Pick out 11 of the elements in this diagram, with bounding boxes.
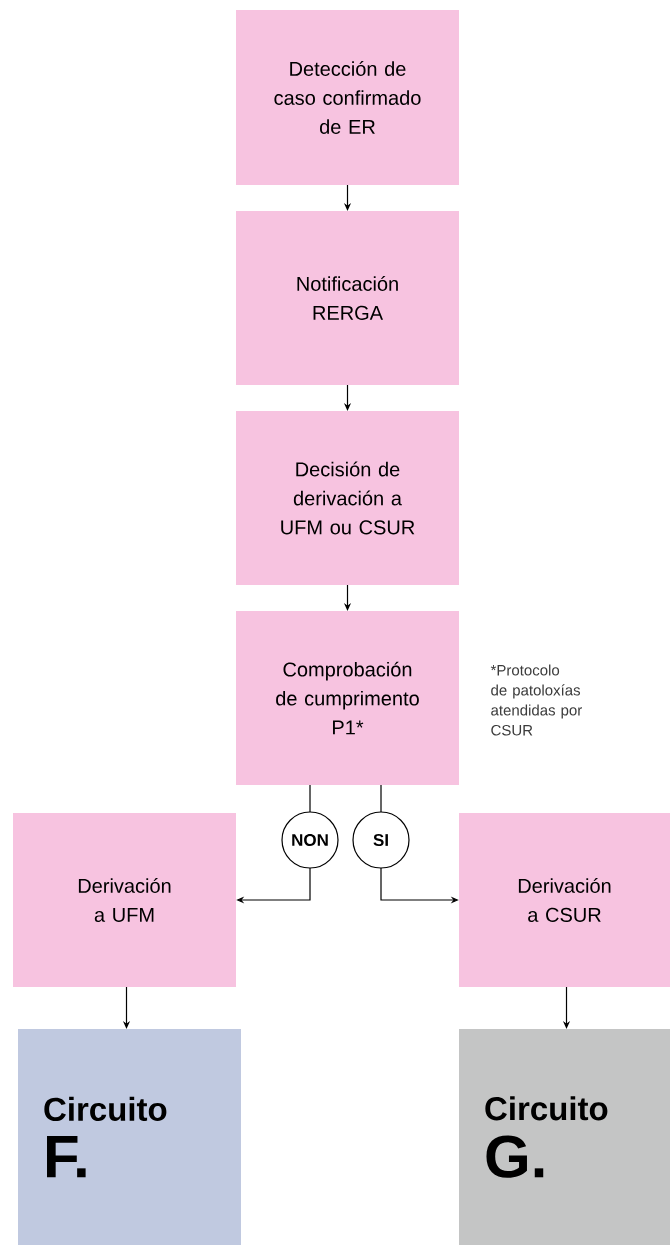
process-box: Circuito G. — [459, 1029, 670, 1245]
process-box: Detección de caso confirmado de ER — [236, 10, 459, 185]
footnote: *Protocolo de patoloxías atendidas por CSUR — [490, 664, 582, 736]
process-box: Derivación a UFM — [13, 813, 236, 987]
edge-label: NON — [281, 811, 339, 869]
edge-label: SI — [352, 811, 410, 869]
process-box: Derivación a CSUR — [459, 813, 670, 987]
process-box: Circuito F. — [18, 1029, 241, 1245]
process-box: Comprobación de cumprimento P1* — [236, 611, 459, 785]
process-box: Notificación RERGA — [236, 211, 459, 385]
process-box: Decisión de derivación a UFM ou CSUR — [236, 411, 459, 585]
